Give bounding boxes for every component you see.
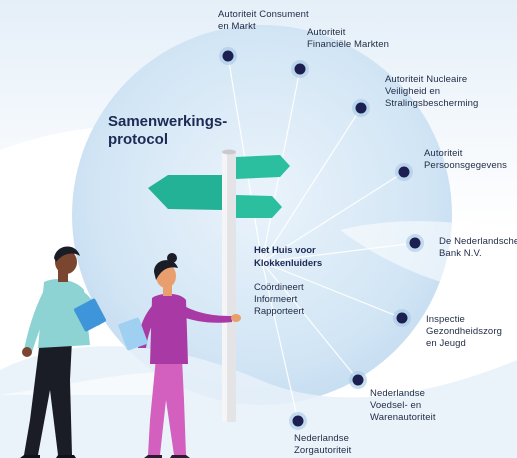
org-label-line: Bank N.V.	[439, 248, 482, 259]
node-dnb	[409, 237, 421, 249]
org-label-ap: Autoriteit Persoonsgegevens	[424, 148, 507, 172]
connector-line	[261, 261, 403, 319]
org-label-line: en Jeugd	[426, 338, 466, 349]
org-label-line: Inspectie	[426, 314, 465, 325]
action-item: Coördineert	[254, 282, 304, 293]
organization-nodes	[219, 47, 424, 430]
node-ap	[398, 166, 410, 178]
org-label-igj: Inspectie Gezondheidszorg en Jeugd	[426, 314, 502, 350]
connector-line	[261, 261, 359, 381]
org-label-line: Warenautoriteit	[370, 412, 436, 423]
org-label-line: Autoriteit	[307, 27, 346, 38]
org-label-line: Autoriteit Nucleaire	[385, 74, 468, 85]
org-label-line: Gezondheidszorg	[426, 326, 502, 337]
sign-arrow-right-bottom	[236, 195, 282, 218]
diagram-title: Samenwerkings- protocol	[108, 113, 227, 149]
person-woman-illustration	[118, 253, 241, 458]
node-nvwa	[352, 374, 364, 386]
connector-line	[261, 261, 299, 422]
person-man-illustration	[20, 246, 106, 458]
diagram-title-line-2: protocol	[108, 131, 168, 148]
org-label-afm: Autoriteit Financiële Markten	[307, 27, 389, 51]
center-organization-line-2: Klokkenluiders	[254, 258, 323, 269]
org-label-nvwa: Nederlandse Voedsel- en Warenautoriteit	[370, 388, 436, 424]
org-label-nza: Nederlandse Zorgautoriteit	[294, 433, 351, 457]
connector-line	[261, 242, 416, 263]
sign-arrow-right-top	[236, 155, 290, 179]
org-label-line: Voedsel- en	[370, 400, 422, 411]
org-label-line: Financiële Markten	[307, 39, 390, 50]
action-list: Coördineert Informeert Rapporteert	[254, 282, 304, 318]
node-afm	[294, 63, 306, 75]
node-anvs	[355, 102, 367, 114]
center-organization-label: Het Huis voor Klokkenluiders	[254, 244, 322, 270]
org-label-line: Zorgautoriteit	[294, 445, 352, 456]
org-label-line: Veiligheid en	[385, 86, 441, 97]
org-label-line: Nederlandse	[294, 433, 349, 444]
org-label-line: Autoriteit	[424, 148, 463, 159]
node-acm	[222, 50, 234, 62]
org-label-line: Nederlandse	[370, 388, 425, 399]
diagram-title-line-1: Samenwerkings-	[108, 113, 228, 130]
node-igj	[396, 312, 408, 324]
node-nza	[292, 415, 304, 427]
org-label-acm: Autoriteit Consument en Markt	[218, 9, 309, 33]
action-item: Informeert	[254, 294, 298, 305]
ground-wave-shape	[0, 346, 517, 458]
connector-line	[261, 107, 362, 263]
org-label-dnb: De Nederlandsche Bank N.V.	[439, 236, 517, 260]
org-label-line: De Nederlandsche	[439, 236, 517, 247]
connector-line	[261, 171, 405, 263]
org-label-line: Autoriteit Consument	[218, 9, 309, 20]
action-item: Rapporteert	[254, 306, 305, 317]
org-label-line: Persoonsgegevens	[424, 160, 507, 171]
org-label-anvs: Autoriteit Nucleaire Veiligheid en Stral…	[385, 74, 478, 110]
light-streak-shape	[340, 221, 517, 300]
org-label-line: Stralingsbescherming	[385, 98, 479, 109]
org-label-line: en Markt	[218, 21, 256, 32]
center-organization-line-1: Het Huis voor	[254, 245, 316, 256]
sign-arrow-left	[148, 175, 222, 210]
